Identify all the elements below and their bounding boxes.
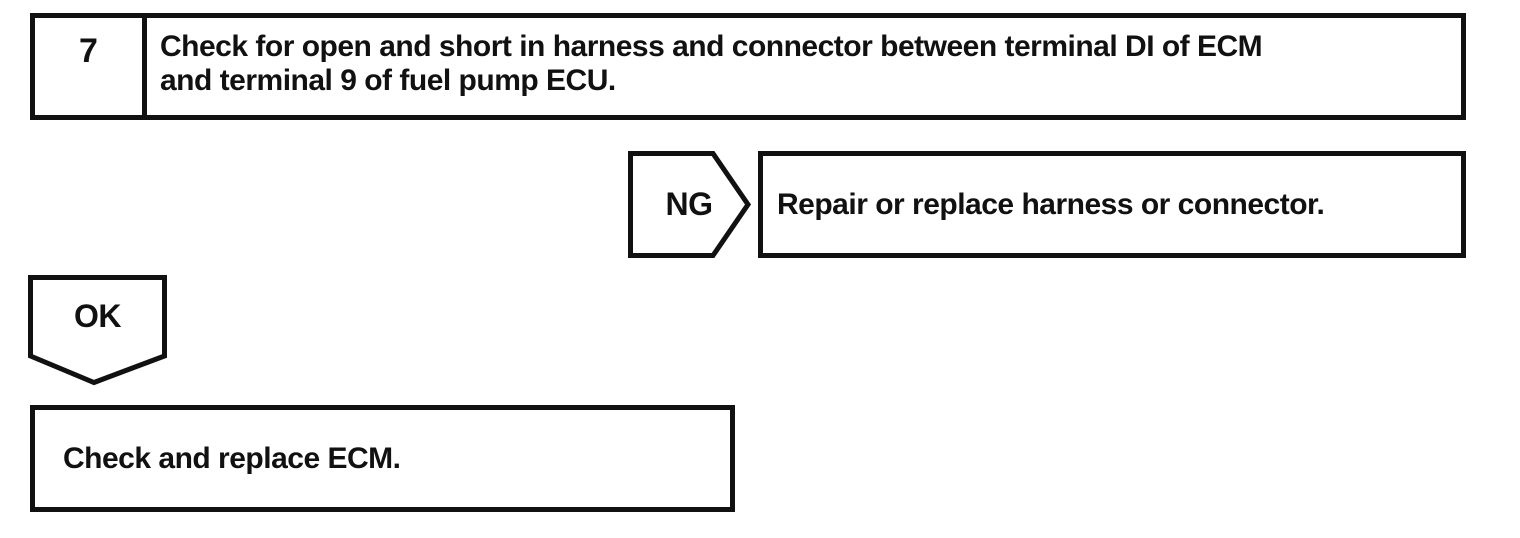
ng-action-text: Repair or replace harness or connector. — [777, 187, 1325, 221]
ng-label: NG — [665, 186, 714, 222]
step-instruction-line-2: and terminal 9 of fuel pump ECU. — [160, 64, 616, 97]
ok-label: OK — [74, 297, 122, 334]
ng-action-box: Repair or replace harness or connector. — [758, 151, 1466, 258]
ok-pentagon-icon — [28, 275, 167, 386]
ok-action-box: Check and replace ECM. — [30, 405, 735, 512]
step-instruction-line-1: Check for open and short in harness and … — [160, 30, 1263, 63]
ng-pentagon-icon — [628, 151, 752, 258]
ok-connector: OK — [28, 275, 169, 387]
ok-action-text: Check and replace ECM. — [63, 441, 401, 475]
step-instruction: Check for open and short in harness and … — [147, 18, 1461, 115]
ng-connector: NG — [628, 151, 752, 259]
step-number: 7 — [35, 18, 147, 115]
step-box: 7 Check for open and short in harness an… — [30, 13, 1466, 120]
